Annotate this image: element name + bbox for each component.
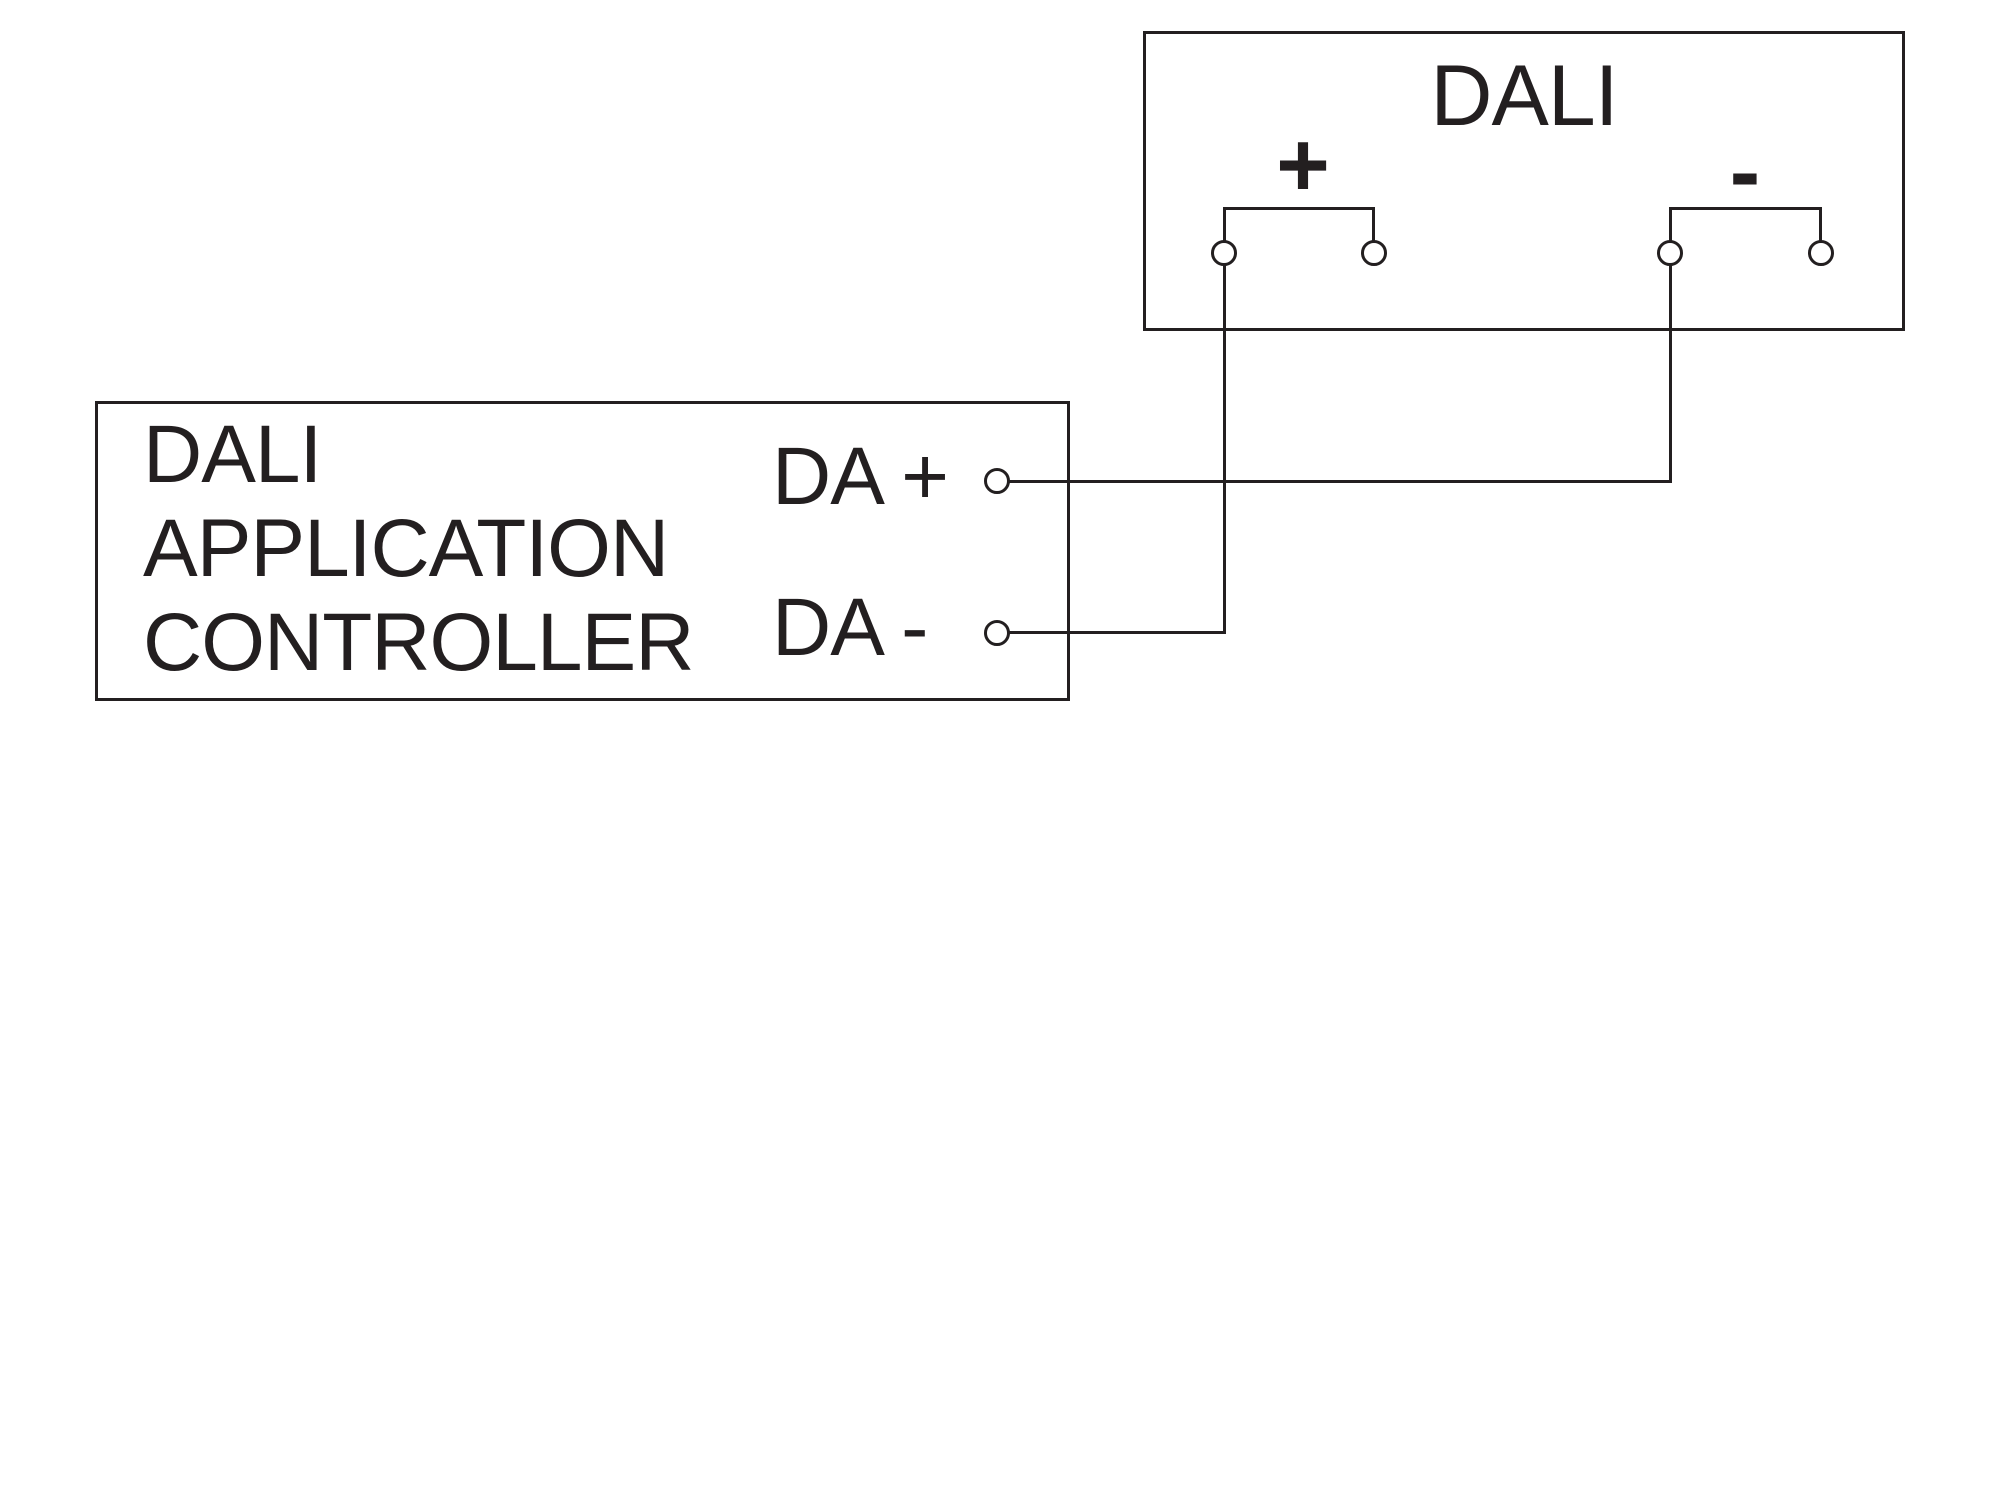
application-controller-box: [95, 401, 1070, 701]
controller-da-plus-port-label: DA +: [772, 431, 949, 522]
wire-da-plus-horizontal: [1008, 480, 1672, 483]
dali-plus-terminal-bracket: [1223, 207, 1375, 241]
controller-da-plus-terminal-circle: [984, 468, 1010, 494]
dali-minus-terminal-left-circle: [1657, 240, 1683, 266]
dali-plus-terminal-left-circle: [1211, 240, 1237, 266]
controller-title-line-2: APPLICATION: [143, 503, 669, 594]
wire-da-plus-riser-to-minus-terminal: [1669, 265, 1672, 483]
controller-da-minus-terminal-circle: [984, 620, 1010, 646]
dali-minus-label: -: [1729, 120, 1761, 223]
dali-plus-label: +: [1276, 113, 1330, 216]
wire-da-minus-horizontal: [1008, 631, 1226, 634]
dali-minus-terminal-right-circle: [1808, 240, 1834, 266]
controller-title-line-1: DALI: [143, 409, 322, 500]
dali-device-title: DALI: [1430, 48, 1618, 144]
controller-da-minus-port-label: DA -: [772, 582, 928, 673]
dali-device-box: [1143, 31, 1905, 331]
controller-title: DALI APPLICATION CONTROLLER: [143, 408, 694, 690]
wire-da-minus-riser-to-plus-terminal: [1223, 265, 1226, 634]
dali-minus-terminal-bracket: [1669, 207, 1822, 241]
controller-title-line-3: CONTROLLER: [143, 597, 694, 688]
dali-plus-terminal-right-circle: [1361, 240, 1387, 266]
